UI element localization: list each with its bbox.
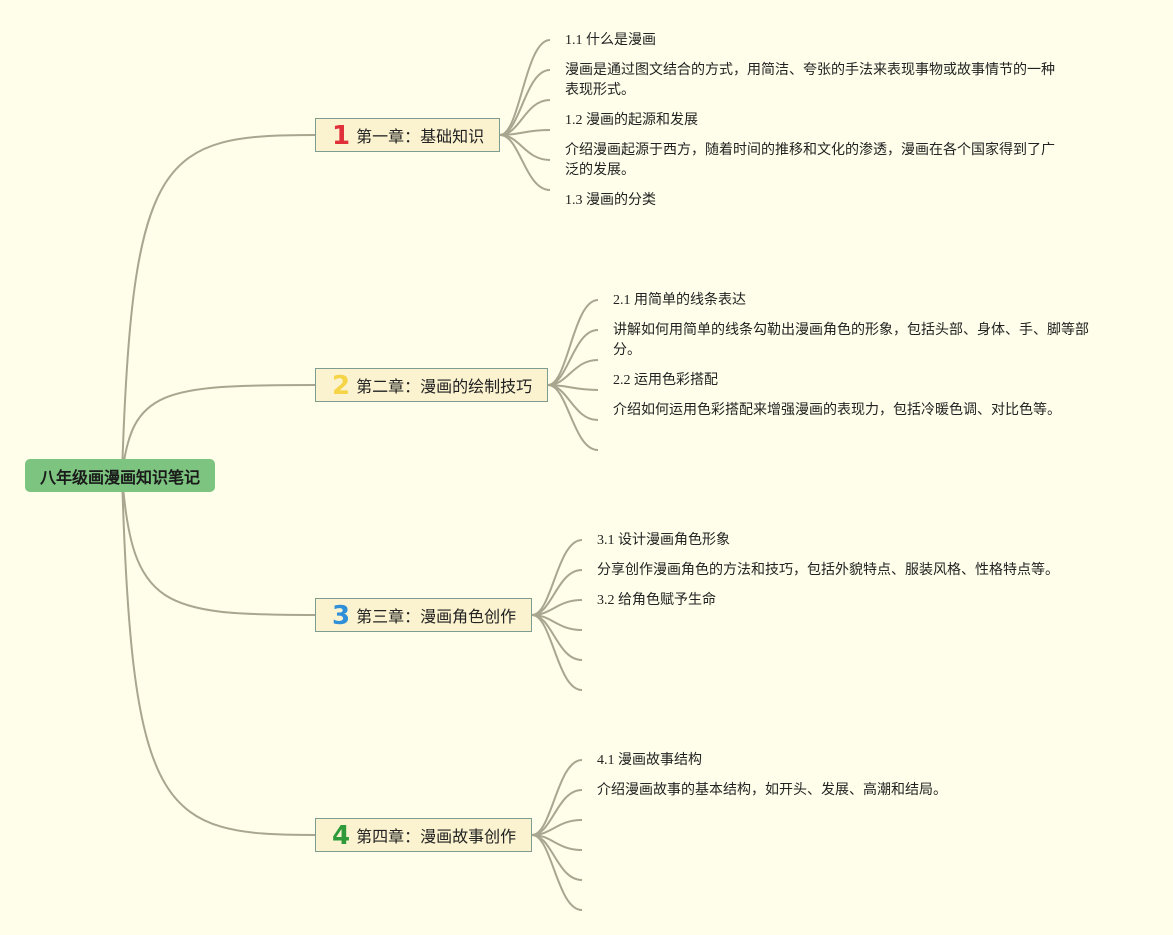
subtopic-1-1[interactable]: 1.1 什么是漫画 <box>565 31 656 51</box>
subtopic-2-1-desc[interactable]: 讲解如何用简单的线条勾勒出漫画角色的形象，包括头部、身体、手、脚等部分。 <box>613 321 1089 361</box>
subtopic-2-2[interactable]: 2.2 运用色彩搭配 <box>613 371 718 391</box>
connector-line-0 <box>121 134 316 476</box>
subtopic-2-1-desc-line1: 讲解如何用简单的线条勾勒出漫画角色的形象，包括头部、身体、手、脚等部 <box>613 323 1089 338</box>
subtopic-1-1-desc-line2: 表现形式。 <box>565 83 635 98</box>
connector-line-13 <box>547 384 599 451</box>
subtopic-2-1[interactable]: 2.1 用简单的线条表达 <box>613 291 746 311</box>
connector-line-7 <box>121 384 316 476</box>
subtopic-1-1-text: 1.1 什么是漫画 <box>565 33 656 48</box>
connector-line-27 <box>531 834 583 911</box>
connector-line-16 <box>531 569 583 616</box>
subtopic-1-1-desc[interactable]: 漫画是通过图文结合的方式，用简洁、夸张的手法来表现事物或故事情节的一种表现形式。 <box>565 61 1055 101</box>
subtopic-1-3[interactable]: 1.3 漫画的分类 <box>565 191 656 211</box>
subtopic-2-2-desc[interactable]: 介绍如何运用色彩搭配来增强漫画的表现力，包括冷暖色调、对比色等。 <box>613 401 1061 421</box>
chapter-4-topic[interactable]: 4 第四章：漫画故事创作 <box>315 818 532 852</box>
chapter-1-topic[interactable]: 1 第一章：基础知识 <box>315 118 500 152</box>
subtopic-1-2-desc[interactable]: 介绍漫画起源于西方，随着时间的推移和文化的渗透，漫画在各个国家得到了广泛的发展。 <box>565 141 1055 181</box>
connector-line-14 <box>121 474 316 616</box>
chapter-number-2-icon: 2 <box>332 371 351 401</box>
subtopic-2-2-text: 2.2 运用色彩搭配 <box>613 373 718 388</box>
connector-line-23 <box>531 789 583 836</box>
subtopic-2-1-text: 2.1 用简单的线条表达 <box>613 293 746 308</box>
connector-line-8 <box>547 299 599 386</box>
subtopic-1-3-text: 1.3 漫画的分类 <box>565 193 656 208</box>
subtopic-1-2-desc-line1: 介绍漫画起源于西方，随着时间的推移和文化的渗透，漫画在各个国家得到了广 <box>565 143 1055 158</box>
subtopic-3-1-desc[interactable]: 分享创作漫画角色的方法和技巧，包括外貌特点、服装风格、性格特点等。 <box>597 561 1059 581</box>
subtopic-2-1-desc-line2: 分。 <box>613 343 641 358</box>
root-topic[interactable]: 八年级画漫画知识笔记 <box>25 459 215 492</box>
chapter-number-3-icon: 3 <box>332 601 351 631</box>
connector-line-9 <box>547 329 599 386</box>
chapter-3-topic[interactable]: 3 第三章：漫画角色创作 <box>315 598 532 632</box>
connector-line-19 <box>531 614 583 661</box>
subtopic-1-2-text: 1.2 漫画的起源和发展 <box>565 113 698 128</box>
connector-line-21 <box>121 474 316 836</box>
subtopic-4-1-desc-text: 介绍漫画故事的基本结构，如开头、发展、高潮和结局。 <box>597 783 947 798</box>
connector-line-2 <box>499 69 551 136</box>
subtopic-3-1-text: 3.1 设计漫画角色形象 <box>597 533 730 548</box>
subtopic-4-1-desc[interactable]: 介绍漫画故事的基本结构，如开头、发展、高潮和结局。 <box>597 781 947 801</box>
chapter-1-label: 第一章：基础知识 <box>356 127 485 146</box>
chapter-2-label: 第二章：漫画的绘制技巧 <box>356 377 533 396</box>
subtopic-3-2[interactable]: 3.2 给角色赋予生命 <box>597 591 716 611</box>
subtopic-4-1[interactable]: 4.1 漫画故事结构 <box>597 751 702 771</box>
connector-line-22 <box>531 759 583 836</box>
connector-line-1 <box>499 39 551 136</box>
connector-line-20 <box>531 614 583 691</box>
connector-line-26 <box>531 834 583 881</box>
subtopic-4-1-text: 4.1 漫画故事结构 <box>597 753 702 768</box>
root-topic-label: 八年级画漫画知识笔记 <box>39 467 200 487</box>
subtopic-1-2-desc-line2: 泛的发展。 <box>565 163 635 178</box>
chapter-3-label: 第三章：漫画角色创作 <box>356 607 517 626</box>
subtopic-3-2-text: 3.2 给角色赋予生命 <box>597 593 716 608</box>
subtopic-2-2-desc-text: 介绍如何运用色彩搭配来增强漫画的表现力，包括冷暖色调、对比色等。 <box>613 403 1061 418</box>
chapter-number-1-icon: 1 <box>332 121 351 151</box>
chapter-number-4-icon: 4 <box>332 821 351 851</box>
subtopic-1-1-desc-line1: 漫画是通过图文结合的方式，用简洁、夸张的手法来表现事物或故事情节的一种 <box>565 63 1055 78</box>
subtopic-3-1[interactable]: 3.1 设计漫画角色形象 <box>597 531 730 551</box>
connector-line-6 <box>499 134 551 191</box>
subtopic-1-2[interactable]: 1.2 漫画的起源和发展 <box>565 111 698 131</box>
chapter-4-label: 第四章：漫画故事创作 <box>356 827 517 846</box>
subtopic-3-1-desc-text: 分享创作漫画角色的方法和技巧，包括外貌特点、服装风格、性格特点等。 <box>597 563 1059 578</box>
chapter-2-topic[interactable]: 2 第二章：漫画的绘制技巧 <box>315 368 548 402</box>
connector-line-15 <box>531 539 583 616</box>
